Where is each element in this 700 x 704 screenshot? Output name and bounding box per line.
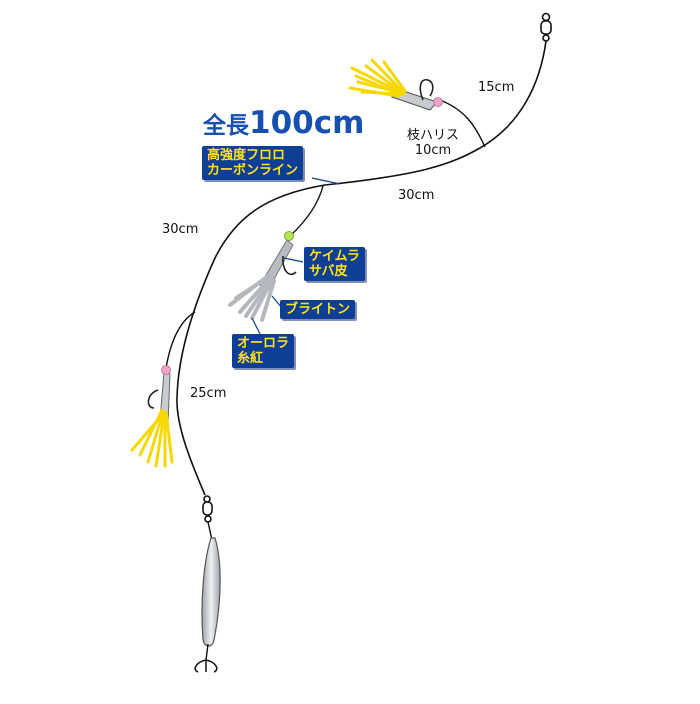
lower-main-length: 25cm (190, 386, 227, 401)
tag-pointer-main-line (311, 177, 341, 185)
main-line-label: 高強度フロロ カーボンライン (202, 146, 304, 180)
mid-main-length: 30cm (162, 222, 199, 237)
bright-tag-text: ブライトン (285, 302, 351, 317)
main-line (176, 40, 547, 496)
main-line-label-line2: カーボンライン (207, 163, 299, 178)
keimura-tag: ケイムラ サバ皮 (304, 247, 365, 281)
branch-leader-label: 枝ハリス 10cm (407, 128, 459, 158)
total-length-prefix: 全長 (203, 113, 249, 139)
keimura-tag-line1: ケイムラ (309, 249, 360, 264)
upper-branch-leader (439, 99, 486, 148)
main-line-label-line1: 高強度フロロ (207, 148, 286, 163)
lower-branch-leader (165, 311, 196, 369)
keimura-tag-line2: サバ皮 (309, 264, 348, 279)
middle-branch-leader (289, 185, 324, 237)
total-length-value: 100cm (249, 105, 365, 141)
top-segment-length: 15cm (478, 80, 515, 95)
total-length-title: 全長100cm (203, 105, 364, 141)
middle-fly (228, 231, 297, 322)
branch-leader-name: 枝ハリス (407, 128, 460, 143)
bright-tag: ブライトン (280, 300, 356, 319)
branch-leader-length: 10cm (414, 143, 452, 158)
tag-pointer-keimura (283, 257, 304, 263)
lower-fly (130, 365, 174, 468)
aurora-tag: オーロラ 糸紅 (232, 334, 295, 368)
top-swivel (540, 12, 552, 42)
jig-lure (194, 495, 221, 673)
aurora-tag-line1: オーロラ (237, 336, 290, 351)
aurora-tag-line2: 糸紅 (237, 351, 264, 366)
upper-main-length: 30cm (398, 188, 435, 203)
upper-fly (348, 58, 443, 111)
